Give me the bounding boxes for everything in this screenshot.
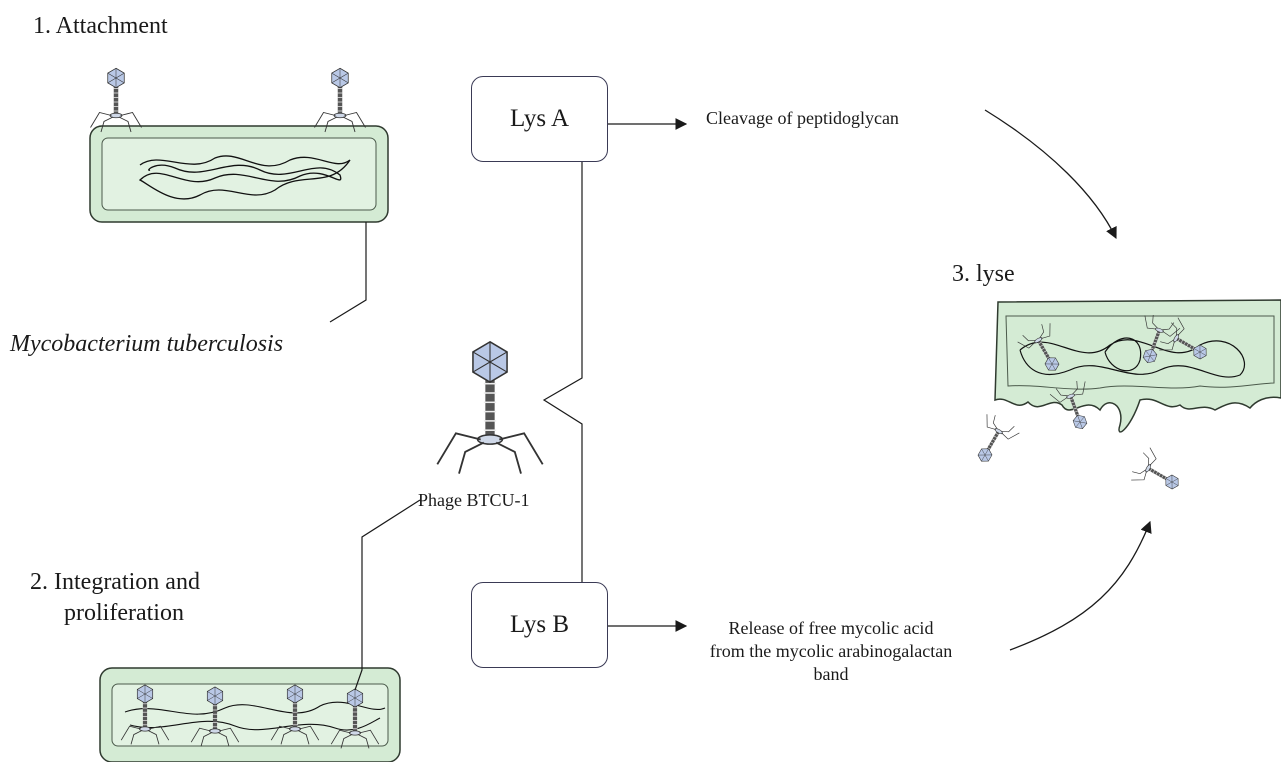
lys-b-box: Lys B — [471, 582, 608, 668]
lys-a-effect: Cleavage of peptidoglycan — [706, 108, 899, 128]
step-2-title-line1: 2. Integration and — [30, 569, 200, 595]
attachment-dna-tangle — [138, 155, 351, 200]
lys-b-effect-line1: Release of free mycolic acid — [728, 618, 934, 638]
attachment-phage-left — [91, 68, 142, 132]
phage-btcu1-illustration — [437, 342, 542, 474]
curve-arrow-to-lyse-top — [984, 109, 1117, 240]
step-3-title: 3. lyse — [952, 261, 1015, 287]
phage-leader-line — [354, 499, 421, 691]
lys-a-label: Lys A — [509, 105, 570, 132]
lysed-cell — [994, 299, 1281, 433]
bacterium-label: Mycobacterium tuberculosis — [10, 331, 284, 357]
bacterium-leader-line — [329, 222, 367, 323]
curve-arrow-to-lyse-bottom — [1009, 520, 1152, 651]
attachment-cell — [89, 125, 389, 223]
step-2-title-line2: proliferation — [64, 600, 184, 626]
step-1-title: 1. Attachment — [33, 13, 168, 39]
released-phage-3 — [1126, 444, 1190, 504]
lys-b-label: Lys B — [509, 611, 570, 638]
lys-a-box: Lys A — [471, 76, 608, 162]
phage-label: Phage BTCU-1 — [418, 490, 530, 510]
released-phage-2 — [963, 409, 1023, 473]
integration-cell — [99, 667, 401, 762]
lys-connector-line — [542, 162, 583, 582]
lys-b-effect-line3: band — [813, 664, 849, 684]
lys-b-effect-line2: from the mycolic arabinogalactan — [709, 641, 953, 661]
lysed-dna — [1019, 337, 1246, 378]
attachment-phage-right — [315, 68, 366, 132]
